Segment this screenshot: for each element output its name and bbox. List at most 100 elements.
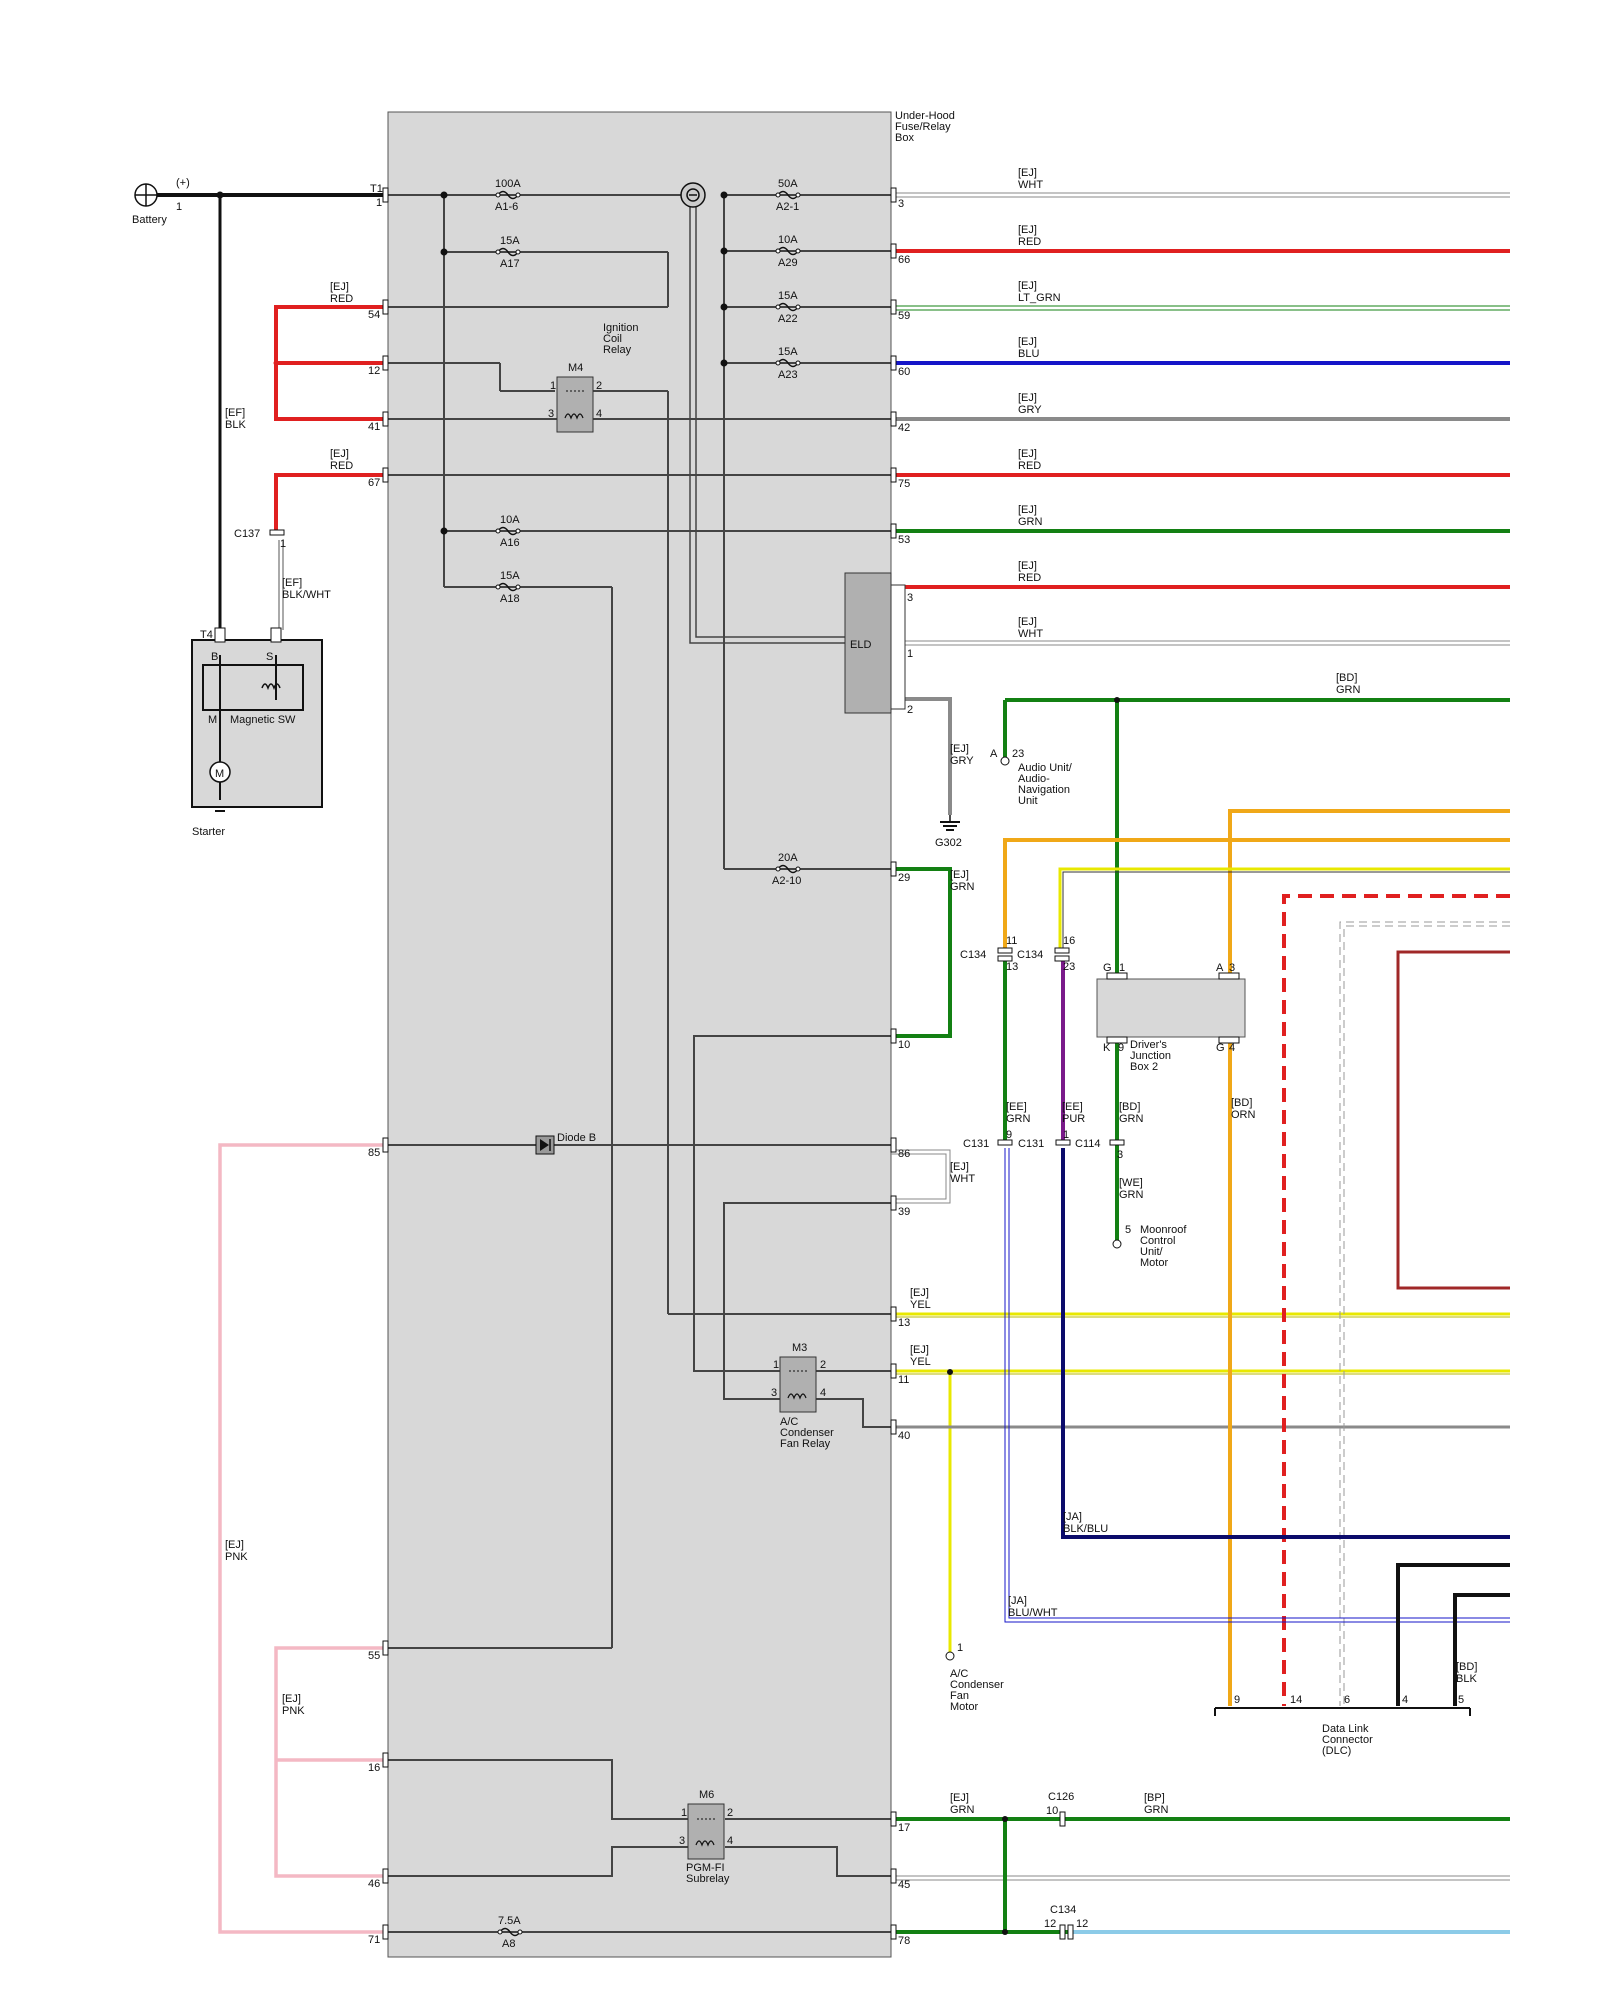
diagram-label: 3 <box>1229 962 1235 974</box>
diagram-label: GRN <box>1336 684 1361 696</box>
diagram-label: G <box>1216 1042 1225 1054</box>
diagram-label: C134 <box>1017 949 1043 961</box>
diagram-label: [EF] <box>225 407 245 419</box>
inline-connectors: C137 1 C134 11 13 C134 16 23 C131 9 C131… <box>234 528 1125 1940</box>
diagram-label: A <box>990 748 998 760</box>
diagram-label: C134 <box>960 949 986 961</box>
diagram-label: ELD <box>850 639 871 651</box>
diagram-label: A8 <box>502 1938 515 1950</box>
diagram-label: 40 <box>898 1430 910 1442</box>
diagram-label: [EJ] <box>1018 224 1037 236</box>
diagram-label: GRN <box>950 881 975 893</box>
diagram-label: 2 <box>727 1807 733 1819</box>
diagram-label: YEL <box>910 1356 931 1368</box>
diagram-label: [EJ] <box>1018 392 1037 404</box>
diagram-label: [BD] <box>1456 1661 1477 1673</box>
left-pin-tabs <box>382 187 389 1940</box>
diagram-label: 13 <box>1006 961 1018 973</box>
diagram-label: [EJ] <box>1018 616 1037 628</box>
diagram-label: M <box>208 714 217 726</box>
diagram-label: Starter <box>192 826 225 838</box>
diagram-label: M4 <box>568 362 583 374</box>
diagram-label: 15A <box>500 235 520 247</box>
diagram-label: C137 <box>234 528 260 540</box>
fuse-a16: 10A A16 <box>495 514 521 549</box>
diagram-label: [WE] <box>1119 1177 1143 1189</box>
relay-m3: M3 1 2 3 4 A/C Condenser Fan Relay <box>771 1342 834 1450</box>
diagram-label: GRY <box>1018 404 1042 416</box>
diagram-label: G302 <box>935 837 962 849</box>
diagram-label: 1 <box>376 197 382 209</box>
diagram-label: Ignition <box>603 322 638 334</box>
right-harness-wires <box>891 192 1510 1935</box>
diagram-label: 4 <box>820 1387 826 1399</box>
diagram-label: 45 <box>898 1879 910 1891</box>
diagram-label: 3 <box>679 1835 685 1847</box>
diagram-label: 10A <box>500 514 520 526</box>
djb-name-2: Junction <box>1130 1050 1171 1062</box>
diagram-label: 4 <box>1402 1694 1408 1706</box>
diagram-label: Condenser <box>780 1427 834 1439</box>
diagram-label: A22 <box>778 313 798 325</box>
diagram-label: Magnetic SW <box>230 714 296 726</box>
diagram-label: 3 <box>771 1387 777 1399</box>
diagram-label: 86 <box>898 1148 910 1160</box>
diagram-label: [EJ] <box>1018 504 1037 516</box>
box-title-line2: Fuse/Relay <box>895 121 951 133</box>
diagram-label: [EJ] <box>910 1344 929 1356</box>
diagram-label: B <box>211 651 218 663</box>
drivers-junction-box-2: G 1 A 3 K 9 G 4 Driver's Junction Box 2 <box>1096 962 1246 1073</box>
djb-name-1: Driver's <box>1130 1039 1167 1051</box>
diagram-label: 4 <box>727 1835 733 1847</box>
diagram-label: [JA] <box>1063 1511 1082 1523</box>
diode-b: Diode B <box>535 1132 596 1155</box>
diagram-label: GRN <box>950 1804 975 1816</box>
diagram-label: M3 <box>792 1342 807 1354</box>
diagram-label: 16 <box>1063 935 1075 947</box>
diagram-label: RED <box>1018 236 1041 248</box>
diagram-label: PUR <box>1062 1113 1085 1125</box>
diagram-label: 71 <box>368 1934 380 1946</box>
diagram-label: A16 <box>500 537 520 549</box>
diagram-label: A23 <box>778 369 798 381</box>
right-pin-numbers: 3 66 59 60 42 75 53 3 1 2 29 10 86 39 13… <box>898 198 913 1947</box>
diagram-label: 75 <box>898 478 910 490</box>
diagram-label: [EJ] <box>282 1693 301 1705</box>
wire-labels: [EJ]WHT [EJ]RED [EJ]LT_GRN [EJ]BLU [EJ]G… <box>225 167 1477 1816</box>
diagram-label: [BD] <box>1119 1101 1140 1113</box>
diagram-label: 15A <box>778 346 798 358</box>
diagram-label: 1 <box>773 1359 779 1371</box>
ac-condenser-fan-motor: 1 A/C Condenser Fan Motor <box>945 1642 1004 1713</box>
diagram-label: RED <box>330 460 353 472</box>
diagram-label: [BP] <box>1144 1792 1165 1804</box>
diagram-label: [EJ] <box>950 1161 969 1173</box>
diagram-label: [EJ] <box>225 1539 244 1551</box>
diagram-label: RED <box>1018 572 1041 584</box>
diagram-label: Motor <box>1140 1257 1168 1269</box>
diagram-label: BLU/WHT <box>1008 1607 1058 1619</box>
box-title-line3: Box <box>895 132 914 144</box>
diagram-label: Subrelay <box>686 1873 730 1885</box>
diagram-label: Fan <box>950 1690 969 1702</box>
diagram-label: C126 <box>1048 1791 1074 1803</box>
diagram-label: WHT <box>950 1173 975 1185</box>
diagram-label: BLK <box>1456 1673 1477 1685</box>
diagram-label: 9 <box>1234 1694 1240 1706</box>
diagram-label: 3 <box>907 592 913 604</box>
diagram-label: [BD] <box>1231 1097 1252 1109</box>
diagram-label: BLU <box>1018 348 1039 360</box>
diagram-label: 3 <box>548 408 554 420</box>
diagram-label: GRN <box>1119 1113 1144 1125</box>
diagram-label: Battery <box>132 214 167 226</box>
diagram-label: 1 <box>280 538 286 550</box>
diagram-label: [JA] <box>1008 1595 1027 1607</box>
diagram-label: 6 <box>1344 1694 1350 1706</box>
diagram-label: BLK/WHT <box>282 589 331 601</box>
diagram-label: Data Link <box>1322 1723 1369 1735</box>
diagram-label: 12 <box>368 365 380 377</box>
diagram-label: 46 <box>368 1878 380 1890</box>
